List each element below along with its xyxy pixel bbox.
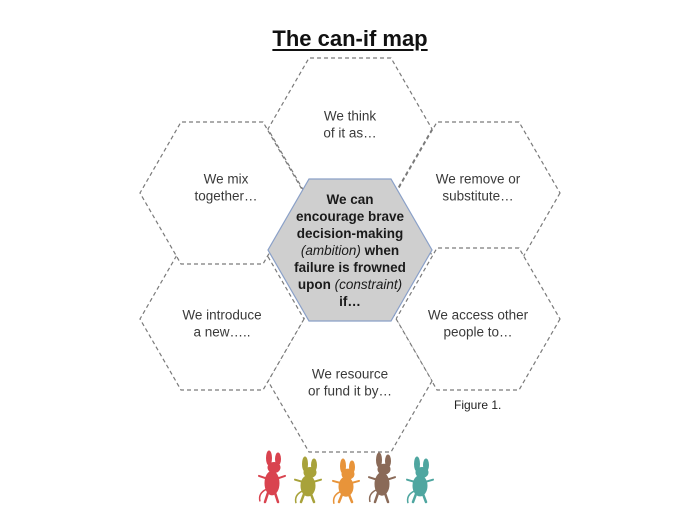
center-statement-line: decision-making <box>297 226 404 241</box>
center-statement-text: decision-making <box>297 226 404 241</box>
center-statement-line: failure is frowned <box>294 260 406 275</box>
hexagon-bottom-right-label: We access other people to… <box>428 308 529 340</box>
center-statement-line: (ambition) when <box>301 243 399 258</box>
center-statement-line: upon (constraint) <box>298 277 402 292</box>
hexagon-top-right-line: substitute… <box>442 189 513 204</box>
hexagon-top-left <box>139 121 305 265</box>
hexagon-top-line: of it as… <box>323 126 376 141</box>
hexagon-top-left-line: We mix <box>204 172 249 187</box>
center-statement: We can encourage brave decision-making (amb… <box>294 192 406 309</box>
center-statement-text: encourage brave <box>296 209 405 224</box>
hexagon-bottom-line: or fund it by… <box>308 384 392 399</box>
hexagon-top <box>267 57 433 201</box>
hexagon-top-left-label: We mix together… <box>194 172 257 204</box>
hexagon-bottom-line: We resource <box>312 367 388 382</box>
hexagon-center <box>267 178 433 322</box>
center-statement-line: encourage brave <box>296 209 405 224</box>
brown-mascot-figure <box>368 452 396 504</box>
center-statement-text: We can <box>326 192 373 207</box>
orange-mascot-figure <box>332 458 360 504</box>
center-statement-text: upon <box>298 277 335 292</box>
figure-caption: Figure 1. <box>454 398 502 412</box>
page-title: The can-if map <box>272 26 428 51</box>
center-statement-text: if… <box>339 294 361 309</box>
hexagon-bottom-left-line: We introduce <box>182 308 261 323</box>
hexagon-top-right-line: We remove or <box>436 172 521 187</box>
center-statement-line: We can <box>326 192 373 207</box>
hexagon-top-left-line: together… <box>194 189 257 204</box>
mascot-characters-illustration <box>258 450 434 504</box>
hexagon-bottom-left-label: We introduce a new….. <box>182 308 261 340</box>
hexagon-top-label: We think of it as… <box>323 109 376 141</box>
center-statement-italic: (ambition) <box>301 243 361 258</box>
hexagon-bottom-right-line: people to… <box>443 325 512 340</box>
center-statement-line: if… <box>339 294 361 309</box>
olive-mascot-figure <box>294 456 322 504</box>
hexagon-top-right-label: We remove or substitute… <box>436 172 521 204</box>
hexagon-bottom-right-line: We access other <box>428 308 529 323</box>
hexagon-top-line: We think <box>324 109 377 124</box>
red-mascot-figure <box>258 450 286 504</box>
center-statement-text: failure is frowned <box>294 260 406 275</box>
teal-mascot-figure <box>406 456 434 504</box>
center-statement-italic: (constraint) <box>335 277 403 292</box>
hexagon-bottom-label: We resource or fund it by… <box>308 367 392 399</box>
hexagon-bottom-left-line: a new….. <box>193 325 250 340</box>
center-statement-text: when <box>361 243 399 258</box>
